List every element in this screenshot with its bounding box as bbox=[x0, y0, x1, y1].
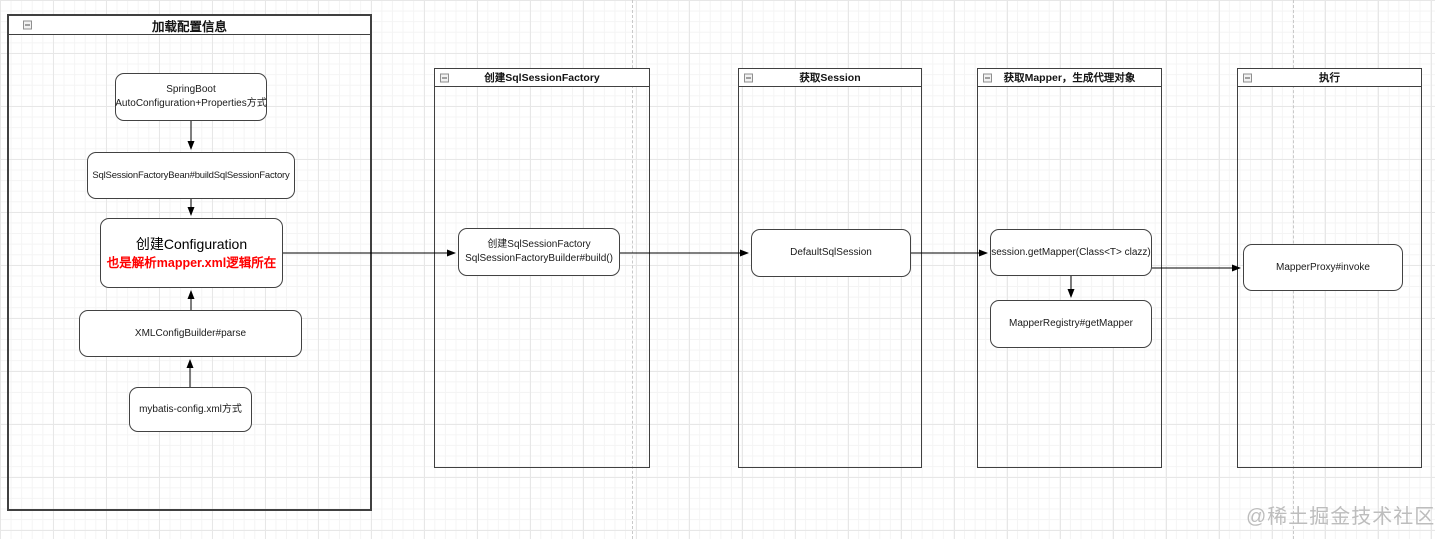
node-label: 创建Configuration bbox=[135, 235, 248, 252]
container-titlebar: 获取Mapper，生成代理对象 bbox=[978, 69, 1161, 87]
node-label: AutoConfiguration+Properties方式 bbox=[115, 98, 267, 109]
node-label: SqlSessionFactoryBean#buildSqlSessionFac… bbox=[92, 169, 290, 181]
collapse-icon[interactable] bbox=[1243, 73, 1252, 82]
node-sqlsessionfactorybean[interactable]: SqlSessionFactoryBean#buildSqlSessionFac… bbox=[87, 152, 295, 199]
node-create-configuration[interactable]: 创建Configuration 也是解析mapper.xml逻辑所在 bbox=[100, 218, 283, 288]
page-break-line bbox=[632, 0, 633, 539]
container-titlebar: 创建SqlSessionFactory bbox=[435, 69, 649, 87]
node-label: XMLConfigBuilder#parse bbox=[134, 327, 247, 339]
node-label: DefaultSqlSession bbox=[790, 247, 872, 258]
node-xmlconfigbuilder-parse[interactable]: XMLConfigBuilder#parse bbox=[79, 310, 302, 357]
collapse-icon[interactable] bbox=[23, 20, 32, 30]
node-session-getmapper[interactable]: session.getMapper(Class<T> clazz) bbox=[990, 229, 1152, 276]
container-titlebar: 执行 bbox=[1238, 69, 1421, 87]
node-mybatis-config-xml[interactable]: mybatis-config.xml方式 bbox=[129, 387, 252, 432]
watermark: @稀土掘金技术社区 bbox=[1246, 506, 1435, 528]
collapse-icon[interactable] bbox=[440, 73, 449, 82]
node-mapperproxy-invoke[interactable]: MapperProxy#invoke bbox=[1243, 244, 1403, 291]
node-label: MapperProxy#invoke bbox=[1276, 261, 1370, 273]
container-load-config[interactable]: 加载配置信息 bbox=[7, 14, 372, 511]
node-label: MapperRegistry#getMapper bbox=[1009, 318, 1133, 329]
collapse-icon[interactable] bbox=[983, 73, 992, 82]
collapse-icon[interactable] bbox=[744, 73, 753, 82]
node-label-highlight: 也是解析mapper.xml逻辑所在 bbox=[106, 255, 277, 270]
node-label: SqlSessionFactoryBuilder#build() bbox=[465, 253, 613, 264]
node-springboot[interactable]: SpringBoot AutoConfiguration+Properties方… bbox=[115, 73, 267, 121]
container-create-sqlsessionfactory[interactable]: 创建SqlSessionFactory bbox=[434, 68, 650, 468]
node-label: mybatis-config.xml方式 bbox=[139, 403, 242, 415]
node-label: session.getMapper(Class<T> clazz) bbox=[991, 246, 1151, 258]
container-title: 获取Mapper，生成代理对象 bbox=[1003, 72, 1136, 84]
container-title: 执行 bbox=[1319, 72, 1340, 84]
node-label: SpringBoot bbox=[166, 84, 216, 95]
container-titlebar: 加载配置信息 bbox=[9, 16, 370, 35]
container-get-session[interactable]: 获取Session bbox=[738, 68, 922, 468]
container-title: 加载配置信息 bbox=[151, 19, 227, 34]
node-mapperregistry-getmapper[interactable]: MapperRegistry#getMapper bbox=[990, 300, 1152, 348]
node-sqlsessionfactorybuilder-build[interactable]: 创建SqlSessionFactory SqlSessionFactoryBui… bbox=[458, 228, 620, 276]
node-defaultsqlsession[interactable]: DefaultSqlSession bbox=[751, 229, 911, 277]
container-title: 获取Session bbox=[799, 72, 861, 84]
container-title: 创建SqlSessionFactory bbox=[484, 72, 600, 84]
container-titlebar: 获取Session bbox=[739, 69, 921, 87]
node-label: 创建SqlSessionFactory bbox=[487, 239, 591, 250]
